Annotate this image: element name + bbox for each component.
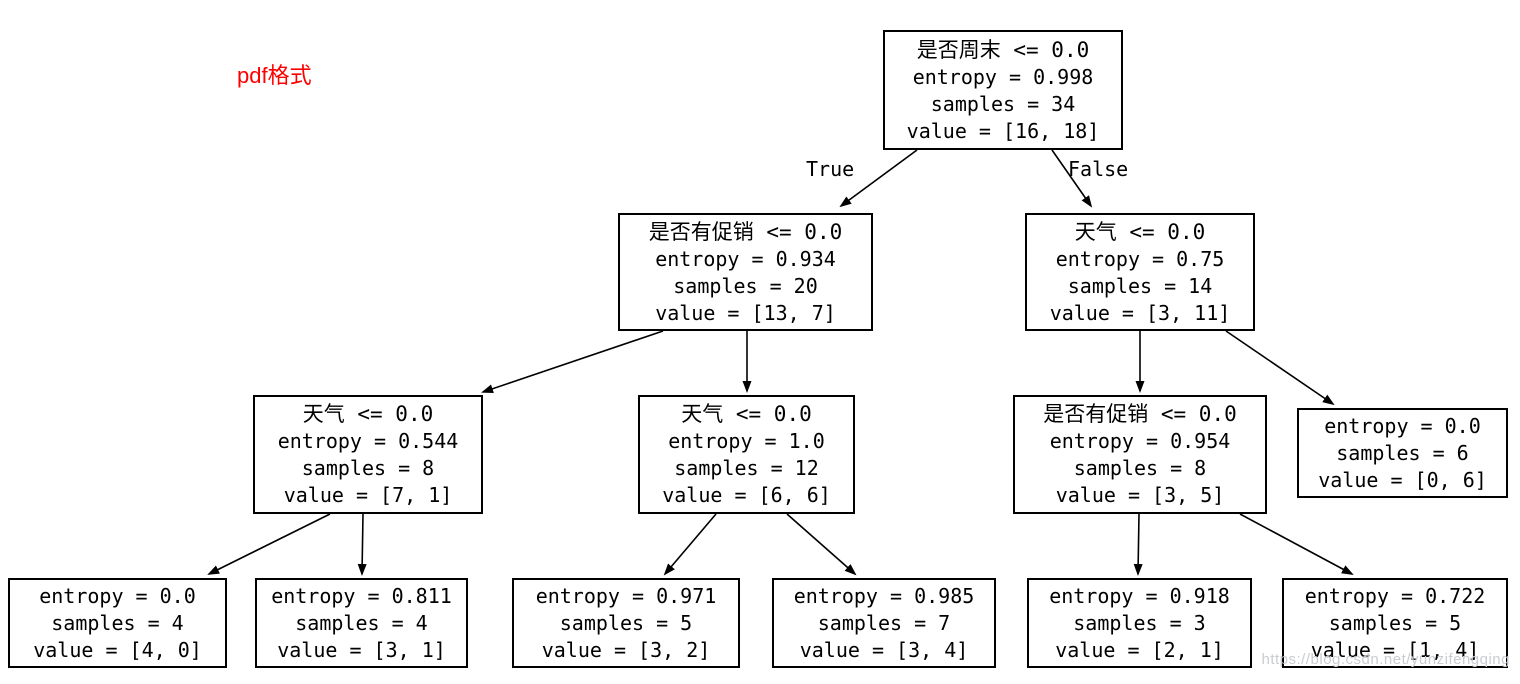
edge-l2left-child1 [481,330,664,394]
node-entropy: entropy = 0.722 [1304,583,1486,608]
edge-l3n4-leaf3 [663,513,717,576]
node-samples: samples = 4 [51,610,184,635]
node-samples: samples = 6 [1336,440,1469,465]
node-value: value = [16, 18] [906,118,1100,143]
node-samples: samples = 12 [674,456,819,480]
node-samples: samples = 20 [673,273,818,298]
node-entropy: entropy = 0.544 [277,429,459,453]
edge-l3n5-leaf5 [1133,513,1143,576]
tree-node-promo-left: 是否有促销 <= 0.0 entropy = 0.934 samples = 2… [618,213,873,331]
tree-leaf-6: entropy = 0.722 samples = 5 value = [1, … [1282,578,1508,668]
tree-leaf-rr: entropy = 0.0 samples = 6 value = [0, 6] [1297,408,1508,498]
csdn-watermark: https://blog.csdn.net/yunzifengqing [1261,651,1510,668]
edge-label-true: True [806,157,855,181]
node-value: value = [0, 6] [1318,467,1487,492]
tree-node-weather-ll: 天气 <= 0.0 entropy = 0.544 samples = 8 va… [253,395,483,514]
node-entropy: entropy = 0.0 [39,583,196,608]
node-value: value = [6, 6] [662,483,831,507]
edge-l3n3-leaf1 [207,513,331,575]
node-condition: 天气 <= 0.0 [1074,219,1206,244]
node-condition: 是否有促销 <= 0.0 [1043,402,1237,426]
node-value: value = [3, 5] [1055,483,1225,507]
node-value: value = [3, 4] [799,637,969,662]
node-samples: samples = 3 [1073,610,1206,635]
node-samples: samples = 14 [1067,273,1213,298]
node-value: value = [3, 1] [277,637,446,662]
edge-root-false [1051,149,1093,208]
tree-node-root: 是否周末 <= 0.0 entropy = 0.998 samples = 34… [883,30,1123,150]
edge-label-false: False [1068,157,1129,181]
node-value: value = [7, 1] [283,483,453,507]
node-condition: 天气 <= 0.0 [681,402,812,426]
tree-node-weather-lr: 天气 <= 0.0 entropy = 1.0 samples = 12 val… [638,395,855,514]
node-value: value = [1, 4] [1310,637,1480,662]
edge-l2right-child2 [1225,330,1335,406]
node-value: value = [2, 1] [1055,637,1224,662]
node-samples: samples = 4 [295,610,428,635]
node-condition: 是否周末 <= 0.0 [916,37,1090,62]
tree-leaf-4: entropy = 0.985 samples = 7 value = [3, … [772,578,996,668]
tree-node-promo-rl: 是否有促销 <= 0.0 entropy = 0.954 samples = 8… [1013,395,1267,514]
node-value: value = [3, 11] [1049,300,1231,325]
node-samples: samples = 8 [301,456,435,480]
node-entropy: entropy = 0.954 [1049,429,1231,453]
node-condition: 天气 <= 0.0 [302,402,434,426]
node-samples: samples = 34 [930,91,1076,116]
node-samples: samples = 7 [817,610,951,635]
node-entropy: entropy = 0.998 [912,64,1094,89]
edge-l3n3-leaf2 [357,513,367,576]
node-value: value = [3, 2] [541,637,711,662]
node-samples: samples = 8 [1073,456,1207,480]
node-entropy: entropy = 0.971 [535,583,717,608]
node-condition: 是否有促销 <= 0.0 [648,219,843,244]
tree-leaf-3: entropy = 0.971 samples = 5 value = [3, … [512,578,740,668]
node-entropy: entropy = 0.918 [1049,583,1230,608]
node-samples: samples = 5 [559,610,693,635]
node-samples: samples = 5 [1328,610,1462,635]
edge-l3n5-leaf6 [1239,513,1354,575]
node-entropy: entropy = 0.0 [1324,413,1481,438]
tree-leaf-5: entropy = 0.918 samples = 3 value = [2, … [1027,578,1252,668]
node-value: value = [4, 0] [33,637,202,662]
edge-root-true [839,149,918,208]
node-entropy: entropy = 0.985 [793,583,975,608]
node-entropy: entropy = 0.934 [655,246,836,271]
edge-l3n4-leaf4 [786,513,857,576]
tree-node-weather-right: 天气 <= 0.0 entropy = 0.75 samples = 14 va… [1025,213,1255,331]
node-entropy: entropy = 0.811 [271,583,452,608]
tree-leaf-2: entropy = 0.811 samples = 4 value = [3, … [255,578,468,668]
node-entropy: entropy = 0.75 [1055,246,1225,271]
node-entropy: entropy = 1.0 [668,429,825,453]
tree-leaf-1: entropy = 0.0 samples = 4 value = [4, 0] [8,578,227,668]
node-value: value = [13, 7] [655,300,836,325]
pdf-format-annotation: pdf格式 [237,63,312,88]
